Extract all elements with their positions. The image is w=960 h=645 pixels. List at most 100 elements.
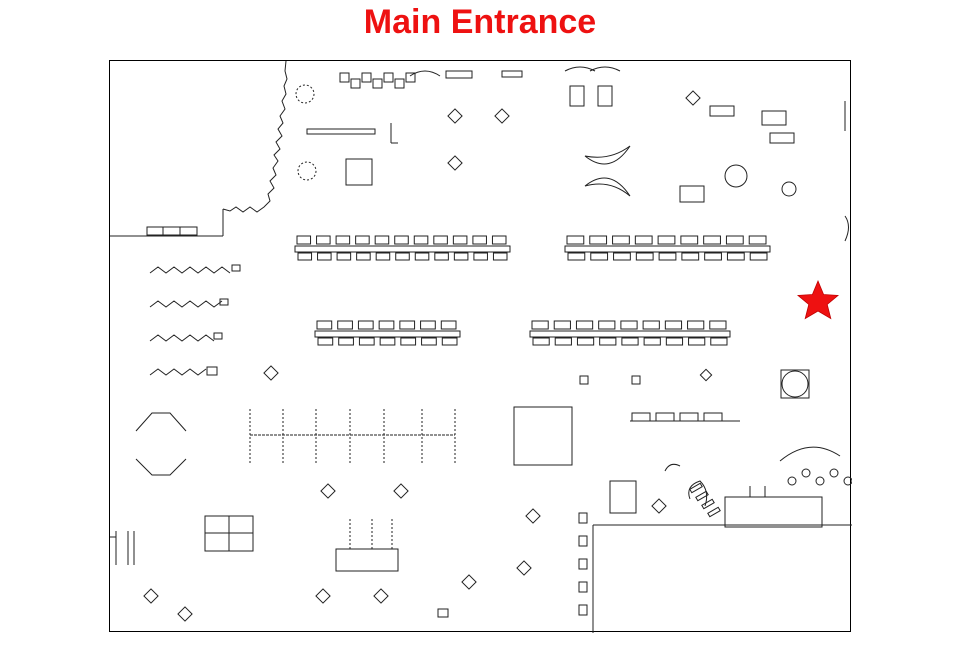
chair [339,72,350,83]
desk [703,412,723,422]
workstation [296,235,312,245]
workstation [358,337,375,346]
stool [578,558,588,570]
workstation [378,320,395,330]
workstation [710,337,728,346]
workstation [709,320,727,330]
workstation [379,337,396,346]
workstation [420,320,436,330]
workstation [748,235,767,245]
workstation [433,235,448,245]
workstation [413,235,429,245]
workstation [681,252,700,261]
workstation [317,337,334,346]
workstation [664,320,683,330]
workstation [316,320,333,330]
workstation [589,235,608,245]
shelf [306,128,376,135]
floor-plan [109,60,852,633]
chair [372,78,383,89]
workstation [472,235,487,245]
workstation [598,320,616,330]
desk-cluster [204,480,637,572]
round-tables [295,84,810,399]
desk-row [314,330,461,338]
workstation [599,337,617,346]
desk [709,105,735,117]
workstation [687,320,705,330]
workstation [440,320,457,330]
workstation [680,235,699,245]
meeting-table [345,158,373,186]
lounge-chair [801,468,811,478]
workstation [400,337,417,346]
workstation [355,235,370,245]
workstation [374,235,390,245]
workstation [567,252,586,261]
workstation [375,252,391,261]
workstation [725,235,744,245]
desk [569,85,585,107]
desk-row [564,245,771,253]
desk [597,85,613,107]
workstation [395,252,410,261]
desk [679,185,705,203]
workstation [688,337,706,346]
workstation [749,252,768,261]
furniture [294,70,852,616]
workstation [726,252,745,261]
bench [701,498,715,510]
stool [578,581,588,593]
workstation [473,252,488,261]
lounge-chair [843,476,852,486]
workstation [704,252,722,261]
workstation [531,320,549,330]
workstation [414,252,430,261]
partition-walls [249,409,456,465]
chair [394,78,405,89]
star-icon [796,279,840,320]
workstation [338,337,354,346]
workstation [316,235,331,245]
workstation [317,252,332,261]
workstation [612,235,630,245]
workstation [658,252,677,261]
lounge-seating [409,66,849,507]
lounge-chair [787,476,797,486]
desk-row [529,330,731,338]
floor-plan-drawing [110,61,852,633]
workstation [335,235,351,245]
workstation [452,235,468,245]
workstation [576,337,595,346]
workstation [703,235,721,245]
workstation [399,320,416,330]
bench [707,506,721,518]
staggered-desks [135,264,241,476]
chair [350,78,361,89]
workstation [441,337,458,346]
desk [501,70,523,78]
workstation [554,337,572,346]
workstation [642,320,660,330]
desk [445,70,473,79]
workstation [337,320,353,330]
desk [761,110,787,126]
workstation [657,235,676,245]
page-title: Main Entrance [363,3,597,41]
workstation [635,252,654,261]
lounge-chair [815,476,825,486]
walls [110,61,852,633]
workstation [453,252,469,261]
bowtie-table [584,145,631,197]
workstation [566,235,585,245]
stool [578,535,588,547]
workstation [620,320,638,330]
chair [361,72,372,83]
workstation [356,252,371,261]
stool [578,512,588,524]
workstation [665,337,684,346]
chair [405,72,416,83]
workstation [621,337,639,346]
workstation [336,252,352,261]
desk [769,132,795,144]
